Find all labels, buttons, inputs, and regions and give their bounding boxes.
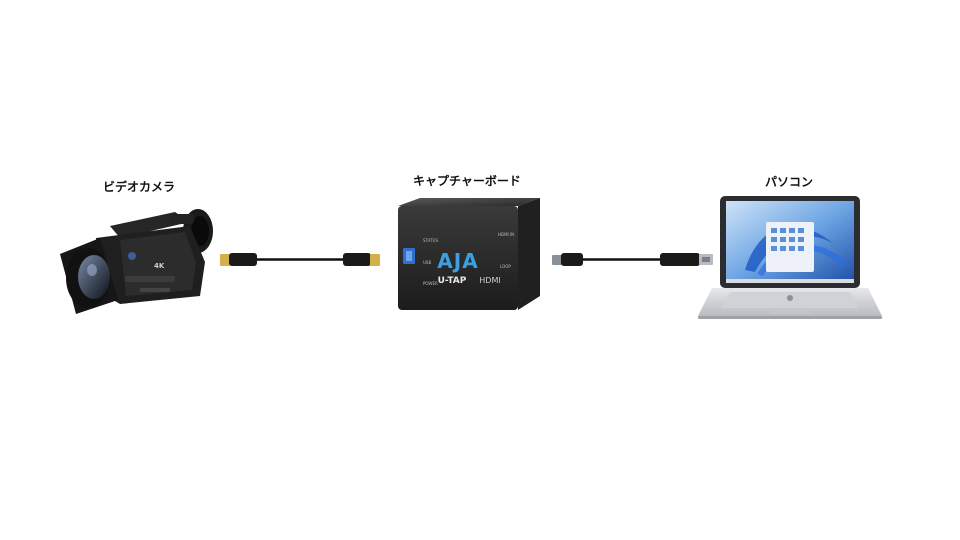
camcorder-image: 4K: [60, 209, 213, 314]
aja-logo: AJA: [437, 249, 478, 273]
usb-port-label: USB: [423, 260, 431, 265]
usb-b-plug: [552, 255, 562, 265]
usb-cable: [552, 253, 713, 266]
hp-logo-icon: [787, 295, 793, 301]
power-port-label: POWER: [423, 281, 438, 286]
status-port-label: STATUS: [423, 238, 438, 243]
pc-label: パソコン: [765, 175, 814, 189]
camera-label: ビデオカメラ: [103, 180, 176, 194]
loop-port-label: LOOP: [500, 264, 511, 269]
hdmi-plug-camera-end: [220, 254, 230, 266]
capture-board-image: STATUS USB POWER HDMI IN LOOP AJA U-TAP …: [398, 198, 540, 310]
hdmi-plug-board-end: [370, 254, 380, 266]
hdmi-cable: [220, 253, 380, 266]
model-name: U-TAP: [438, 276, 467, 286]
camera-4k-badge: 4K: [154, 262, 165, 270]
capture-board-label: キャプチャーボード: [413, 174, 521, 188]
model-suffix: HDMI: [479, 276, 500, 285]
hdmi-in-port-label: HDMI IN: [498, 232, 514, 237]
laptop-image: [698, 196, 882, 319]
